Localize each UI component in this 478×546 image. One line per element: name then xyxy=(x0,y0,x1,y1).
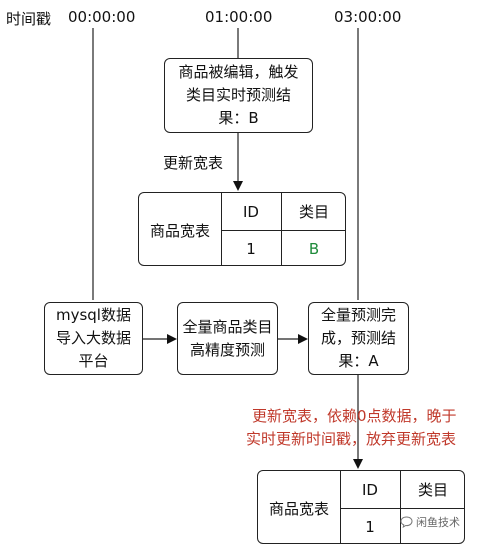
done-box-line-1: 全量预测完 xyxy=(320,306,396,324)
predict-box-line-1: 全量商品类目 xyxy=(182,317,273,336)
import-box-line-2: 导入大数据 xyxy=(55,329,131,347)
table-cell-id: 1 xyxy=(246,239,256,258)
edit-box-line-1: 商品被编辑，触发 xyxy=(178,63,299,81)
timeline-label: 时间戳 xyxy=(6,10,52,28)
done-box-line-3: 果：A xyxy=(338,352,379,370)
full-predict-box: 全量商品类目 高精度预测 xyxy=(177,302,278,375)
watermark: 闲鱼技术 xyxy=(400,514,460,530)
watermark-text: 闲鱼技术 xyxy=(416,516,460,529)
timestamp-00: 00:00:00 xyxy=(68,8,136,26)
note-line-2: 实时更新时间戳，放弃更新宽表 xyxy=(246,430,457,448)
table-name: 商品宽表 xyxy=(268,499,329,518)
update-table-label: 更新宽表 xyxy=(163,154,224,172)
mysql-import-box: mysql数据 导入大数据 平台 xyxy=(44,302,143,375)
table-divider xyxy=(340,508,464,509)
table-cell-category: B xyxy=(308,239,320,258)
table-divider xyxy=(400,471,401,543)
timestamp-01: 01:00:00 xyxy=(205,8,273,26)
edit-box-line-2: 类目实时预测结 xyxy=(185,86,291,104)
wide-table-bottom: 商品宽表 ID 类目 1 xyxy=(257,470,465,544)
edit-box-line-3: 果：B xyxy=(218,109,259,127)
import-box-line-1: mysql数据 xyxy=(55,306,131,324)
table-divider xyxy=(340,471,341,543)
table-name: 商品宽表 xyxy=(149,221,210,240)
predict-done-box: 全量预测完 成，预测结 果：A xyxy=(308,302,409,375)
note-line-1: 更新宽表，依赖0点数据，晚于 xyxy=(252,407,457,425)
timestamp-03: 03:00:00 xyxy=(334,8,402,26)
table-header-category: 类目 xyxy=(417,481,448,499)
predict-box-line-2: 高精度预测 xyxy=(189,340,265,359)
wide-table-top: 商品宽表 ID 类目 1 B xyxy=(138,192,346,266)
done-box-line-2: 成，预测结 xyxy=(320,329,396,347)
table-header-id: ID xyxy=(243,202,259,221)
table-header-id: ID xyxy=(362,480,378,499)
table-divider xyxy=(281,193,282,265)
chat-bubble-icon xyxy=(400,516,413,528)
table-header-category: 类目 xyxy=(298,203,329,221)
table-divider xyxy=(221,193,222,265)
table-cell-id: 1 xyxy=(365,517,375,536)
import-box-line-3: 平台 xyxy=(78,352,109,370)
edit-trigger-box: 商品被编辑，触发 类目实时预测结 果：B xyxy=(164,58,313,133)
table-divider xyxy=(221,230,345,231)
